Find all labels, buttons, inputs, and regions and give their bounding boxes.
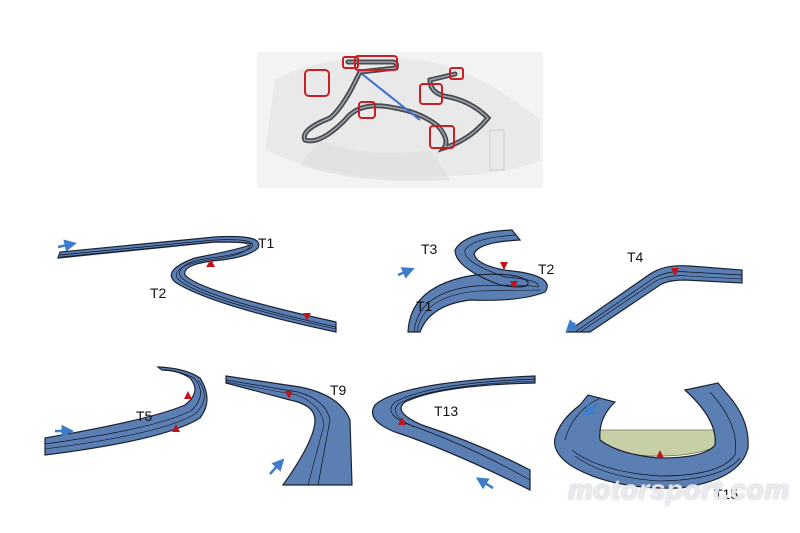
highlight-box-t9 [419,83,443,105]
panel-t1-t2 [57,235,337,333]
highlight-box-t15 [429,125,455,149]
marker-arrow [510,281,518,289]
highlight-box-t1 [304,69,330,97]
marker-arrow [285,391,293,399]
overview-map [257,52,543,188]
highlight-box-t4 [342,56,359,69]
track-segment [565,265,743,333]
panel-t15 [553,382,749,489]
turn-label-t9: T9 [330,382,347,398]
marker-arrow [184,391,192,399]
direction-arrow [565,319,579,333]
marker-arrow [500,262,508,270]
panel-t13 [371,375,536,491]
turn-label-t1: T1 [258,235,275,251]
track-segment [44,366,208,456]
turn-label-t13: T13 [434,403,459,419]
highlight-box-t13 [449,67,464,80]
highlight-box-t5 [354,55,398,71]
turn-label-t2: T2 [150,285,167,301]
turn-label-t3: T3 [421,241,438,257]
panel-t5 [44,366,208,456]
track-segment [553,382,749,489]
turn-label-t4: T4 [627,249,644,265]
marker-arrow [398,417,406,425]
panel-t9 [225,375,353,486]
direction-arrow [582,403,599,416]
overview-grandstand [489,129,505,171]
overview-pit-straight [361,73,421,121]
marker-arrow [172,424,180,432]
track-segment [371,375,536,491]
direction-arrow [57,239,77,252]
turn-label-t2: T2 [538,261,555,277]
direction-arrow [269,458,285,475]
marker-arrow [656,450,664,458]
turn-label-t15: T15 [714,486,739,502]
marker-arrow [303,313,311,321]
watermark: motorsport.com [568,474,790,505]
direction-arrow [397,267,415,279]
panel-t4 [565,265,743,333]
panel-t3-t2-t1 [397,229,548,333]
turn-label-t1: T1 [416,298,433,314]
turn-label-t5: T5 [136,408,153,424]
highlight-box-t3 [358,101,376,119]
marker-arrow [671,268,679,276]
direction-arrow [475,477,494,490]
marker-arrow [206,259,215,267]
track-segment [407,229,548,333]
